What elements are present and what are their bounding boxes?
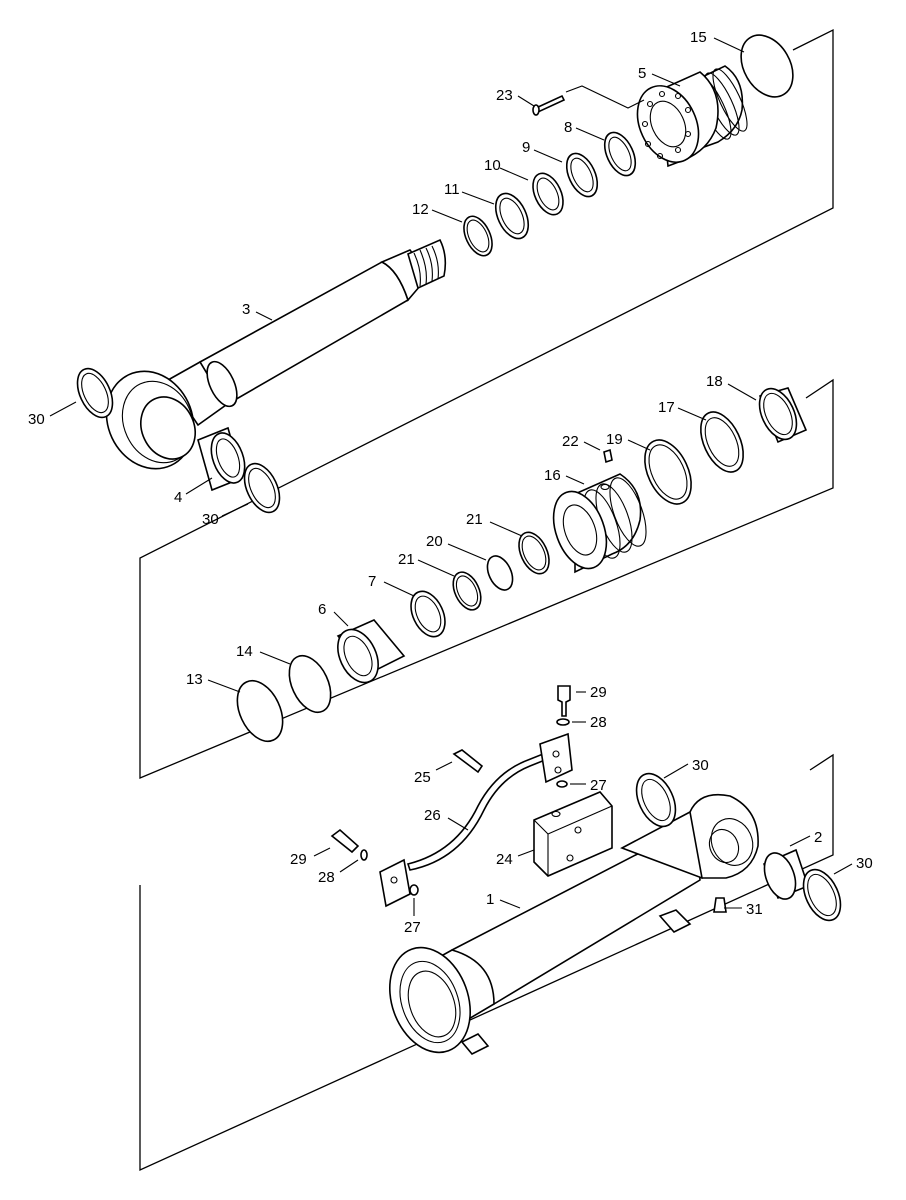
callout-21-a: 21 <box>466 511 483 528</box>
plate-14 <box>288 654 332 714</box>
screw-23 <box>532 94 566 116</box>
callout-30-b: 30 <box>202 511 219 528</box>
ring-8 <box>603 131 637 177</box>
ring-7 <box>410 590 446 638</box>
leader-lines <box>49 37 853 916</box>
callout-24: 24 <box>496 851 513 868</box>
seal-30-lower-top <box>635 772 677 828</box>
callout-30-c: 30 <box>692 757 709 774</box>
o-ring-20 <box>486 555 514 591</box>
callout-7: 7 <box>368 573 376 590</box>
callout-29-b: 29 <box>290 851 307 868</box>
o-ring-27-top <box>556 780 568 788</box>
flange-lower <box>379 858 411 908</box>
callout-30-d: 30 <box>856 855 873 872</box>
callout-10: 10 <box>484 157 501 174</box>
bushing-2 <box>762 848 809 900</box>
callout-22: 22 <box>562 433 579 450</box>
callout-19: 19 <box>606 431 623 448</box>
callout-27-b: 27 <box>404 919 421 936</box>
seal-30-upper-right <box>243 462 281 514</box>
washer-28-left <box>360 849 368 861</box>
bushing-4 <box>197 426 246 492</box>
callout-20: 20 <box>426 533 443 550</box>
grease-fitting-31 <box>713 897 727 913</box>
callout-30-a: 30 <box>28 411 45 428</box>
ring-21-right <box>518 531 550 575</box>
bolt-29-top <box>557 685 571 717</box>
plate-13 <box>236 679 284 743</box>
callout-16: 16 <box>544 467 561 484</box>
callout-31: 31 <box>746 901 763 918</box>
callout-26: 26 <box>424 807 441 824</box>
callout-25: 25 <box>414 769 431 786</box>
callout-28-b: 28 <box>318 869 335 886</box>
callout-27-a: 27 <box>590 777 607 794</box>
callout-2: 2 <box>814 829 822 846</box>
cylinder-head-5 <box>636 65 748 168</box>
callout-labels: 15 5 23 8 9 10 11 12 3 30 4 30 18 17 19 … <box>28 29 873 936</box>
cylinder-tube-1 <box>388 793 759 1055</box>
callout-14: 14 <box>236 643 253 660</box>
callout-18: 18 <box>706 373 723 390</box>
callout-28-a: 28 <box>590 714 607 731</box>
callout-11: 11 <box>444 181 460 198</box>
callout-15: 15 <box>690 29 707 46</box>
callout-4: 4 <box>174 489 182 506</box>
pipe-26 <box>406 750 551 871</box>
seal-30-upper-left <box>76 367 114 419</box>
piston-16 <box>552 473 647 574</box>
callout-6: 6 <box>318 601 326 618</box>
callout-9: 9 <box>522 139 530 156</box>
ring-9 <box>565 152 599 198</box>
callout-1: 1 <box>486 891 494 908</box>
valve-block-24 <box>533 791 613 877</box>
callout-13: 13 <box>186 671 203 688</box>
ring-10 <box>532 172 564 216</box>
ring-17 <box>700 411 744 473</box>
callout-17: 17 <box>658 399 675 416</box>
set-screw-22 <box>603 448 613 464</box>
ring-12 <box>463 215 493 257</box>
frame-upper <box>139 28 834 605</box>
frame-lower <box>139 753 834 1172</box>
ring-21-left <box>452 571 482 611</box>
flange-upper <box>539 732 573 784</box>
piston-rod-3 <box>105 238 447 470</box>
wear-ring-18 <box>758 387 808 444</box>
callout-21-b: 21 <box>398 551 415 568</box>
bolt-25 <box>452 749 484 774</box>
frame-middle <box>139 378 834 779</box>
washer-28-top <box>556 718 570 726</box>
collar-6 <box>336 619 406 684</box>
o-ring-27-left <box>409 884 419 896</box>
ring-11 <box>494 192 530 240</box>
seal-30-lower-right <box>802 868 842 922</box>
bolt-29-left <box>330 828 360 854</box>
callout-3: 3 <box>242 301 250 318</box>
callout-23: 23 <box>496 87 513 104</box>
callout-12: 12 <box>412 201 429 218</box>
callout-29-a: 29 <box>590 684 607 701</box>
ring-19 <box>644 439 692 505</box>
callout-5: 5 <box>638 65 646 82</box>
callout-8: 8 <box>564 119 572 136</box>
seal-15 <box>740 34 794 98</box>
